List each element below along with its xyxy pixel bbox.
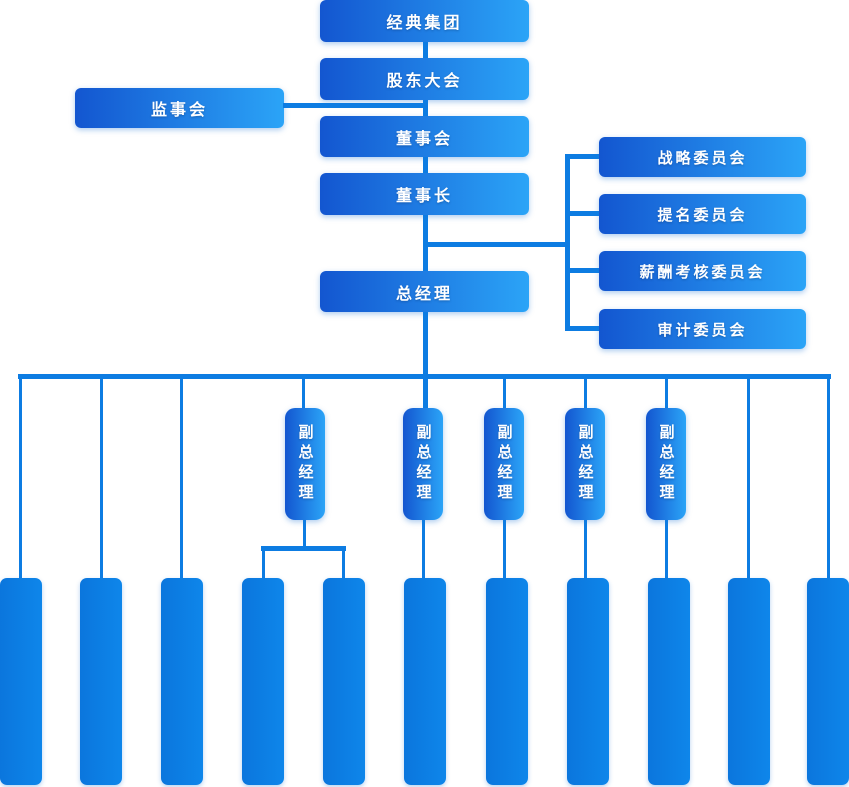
- department-node-6: [404, 578, 446, 785]
- node-label: 薪酬考核委员会: [639, 262, 766, 281]
- connector-committee-strategy: [565, 154, 599, 159]
- connector-committee-nomination: [565, 211, 599, 216]
- department-node-5: [323, 578, 365, 785]
- department-node-11: [807, 578, 849, 785]
- node-label: 股东大会: [386, 71, 463, 90]
- connector-drop-deputy-5: [665, 379, 668, 408]
- connector-drop-dept-11: [827, 379, 830, 578]
- connector-deputy1-stem: [303, 520, 306, 546]
- node-label: 董事会: [395, 128, 453, 148]
- connector-drop-dept-2: [100, 379, 103, 578]
- connector-deputy1-dept-5: [342, 551, 345, 578]
- department-node-9: [648, 578, 690, 785]
- connector-shareholders-board: [423, 100, 428, 116]
- node-label: 战略委员会: [657, 148, 748, 167]
- node-label: 经典集团: [386, 13, 463, 32]
- node-label: 副总经理: [414, 424, 433, 504]
- node-label: 副总经理: [296, 424, 315, 504]
- connector-board-chairman: [423, 157, 428, 173]
- connector-main-horizontal: [18, 374, 831, 379]
- connector-drop-dept-10: [747, 379, 750, 578]
- connector-committee-compensation: [565, 268, 599, 273]
- connector-deputy3-dept: [503, 520, 506, 578]
- node-label: 总经理: [395, 283, 453, 303]
- node-label: 提名委员会: [657, 205, 748, 224]
- connector-deputy4-dept: [584, 520, 587, 578]
- node-committee-audit: 审计委员会: [599, 309, 806, 349]
- connector-drop-dept-1: [19, 379, 22, 578]
- node-shareholders-meeting: 股东大会: [320, 58, 529, 100]
- connector-deputy1-dept-4: [262, 551, 265, 578]
- node-label: 副总经理: [495, 424, 514, 504]
- department-node-8: [567, 578, 609, 785]
- connector-drop-dept-3: [180, 379, 183, 578]
- node-deputy-gm-3: 副总经理: [484, 408, 524, 520]
- node-deputy-gm-1: 副总经理: [285, 408, 325, 520]
- department-node-4: [242, 578, 284, 785]
- node-general-manager: 总经理: [320, 271, 529, 312]
- connector-drop-deputy-4: [584, 379, 587, 408]
- node-label: 监事会: [150, 100, 208, 119]
- department-node-7: [486, 578, 528, 785]
- node-deputy-gm-5: 副总经理: [646, 408, 686, 520]
- node-label: 副总经理: [576, 424, 595, 504]
- node-group-root: 经典集团: [320, 0, 529, 42]
- node-committee-nomination: 提名委员会: [599, 194, 806, 234]
- connector-gm-downline: [423, 312, 428, 408]
- node-board-of-directors: 董事会: [320, 116, 529, 157]
- connector-drop-deputy-1: [302, 379, 305, 408]
- connector-root-shareholders: [423, 42, 428, 58]
- connector-deputy2-dept: [422, 520, 425, 578]
- connector-committee-audit: [565, 326, 599, 331]
- department-node-1: [0, 578, 42, 785]
- node-deputy-gm-2: 副总经理: [403, 408, 443, 520]
- connector-committee-spine: [565, 154, 570, 331]
- department-node-2: [80, 578, 122, 785]
- node-committee-strategy: 战略委员会: [599, 137, 806, 177]
- node-supervisory-board: 监事会: [75, 88, 284, 128]
- node-committee-compensation: 薪酬考核委员会: [599, 251, 806, 291]
- node-chairman: 董事长: [320, 173, 529, 215]
- node-label: 副总经理: [657, 424, 676, 504]
- connector-drop-deputy-3: [503, 379, 506, 408]
- department-node-3: [161, 578, 203, 785]
- department-node-10: [728, 578, 770, 785]
- connector-to-committee-spine: [425, 242, 570, 247]
- node-label: 审计委员会: [657, 320, 748, 339]
- connector-deputy5-dept: [665, 520, 668, 578]
- connector-deputy1-bar: [261, 546, 346, 551]
- node-deputy-gm-4: 副总经理: [565, 408, 605, 520]
- node-label: 董事长: [395, 186, 453, 205]
- connector-supervisory-board: [283, 103, 425, 108]
